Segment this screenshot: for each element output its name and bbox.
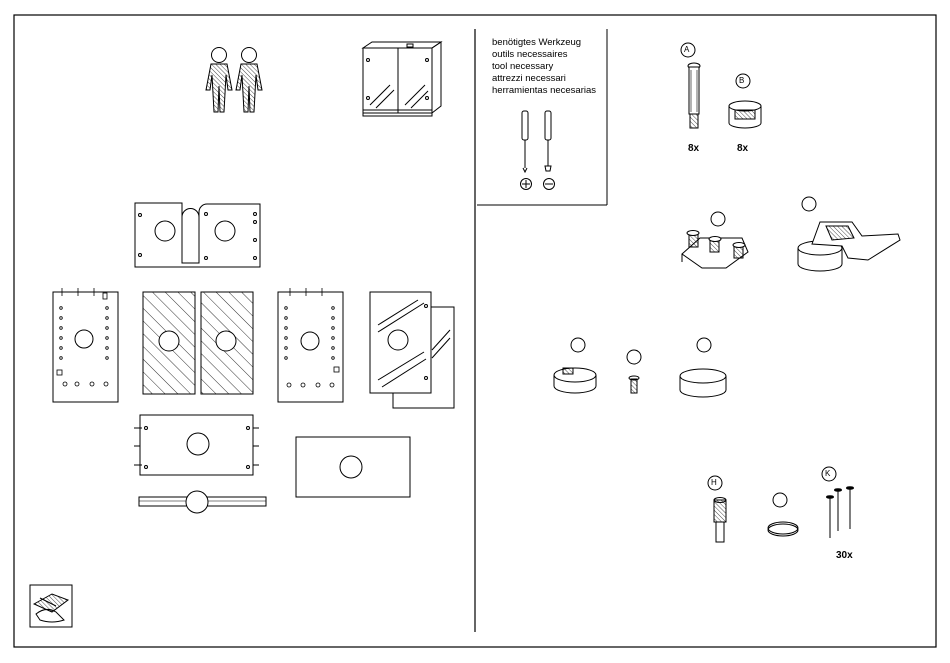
part-a-letter: A (684, 45, 689, 54)
part-k-letter: K (825, 469, 830, 478)
part-small-screw-icon (627, 350, 641, 393)
tools-text-it: attrezzi necessari (492, 73, 566, 85)
tools-text-es: herramientas necesarias (492, 85, 596, 97)
panel-side-left-icon (53, 288, 118, 402)
part-cover-cap-icon (768, 493, 798, 536)
panel-side-right-icon (278, 288, 343, 402)
part-ring-icon (680, 338, 726, 397)
panel-glass-doors-icon (370, 292, 454, 408)
instructions-hand-icon (30, 585, 72, 627)
part-b-qty: 8x (737, 143, 748, 154)
part-b-cam-lock-icon (729, 74, 761, 128)
part-b-letter: B (739, 76, 744, 85)
part-k-qty: 30x (836, 550, 853, 561)
phillips-symbol-icon (521, 179, 532, 190)
tools-text-de: benötigtes Werkzeug (492, 37, 581, 49)
tools-text-en: tool necessary (492, 61, 553, 73)
panel-plinth-icon (139, 491, 266, 513)
panel-bottom-icon (134, 415, 259, 475)
hinge-plate-icon (682, 212, 748, 268)
part-h-letter: H (711, 478, 717, 487)
part-a-bolt-icon (681, 43, 700, 128)
panel-doors-hatched-icon (143, 292, 253, 394)
screwdriver-phillips-icon (522, 111, 528, 172)
hinge-cup-icon (798, 197, 900, 271)
cabinet-illustration-icon (363, 42, 441, 116)
panel-top-slotted-icon (135, 203, 260, 267)
part-a-qty: 8x (688, 143, 699, 154)
two-persons-icon (206, 48, 262, 113)
tools-text-fr: outils necessaires (492, 49, 568, 61)
screwdriver-slotted-icon (545, 111, 551, 171)
slotted-symbol-icon (544, 179, 555, 190)
panel-back-icon (296, 437, 410, 497)
part-cup-plug-icon (554, 338, 596, 393)
